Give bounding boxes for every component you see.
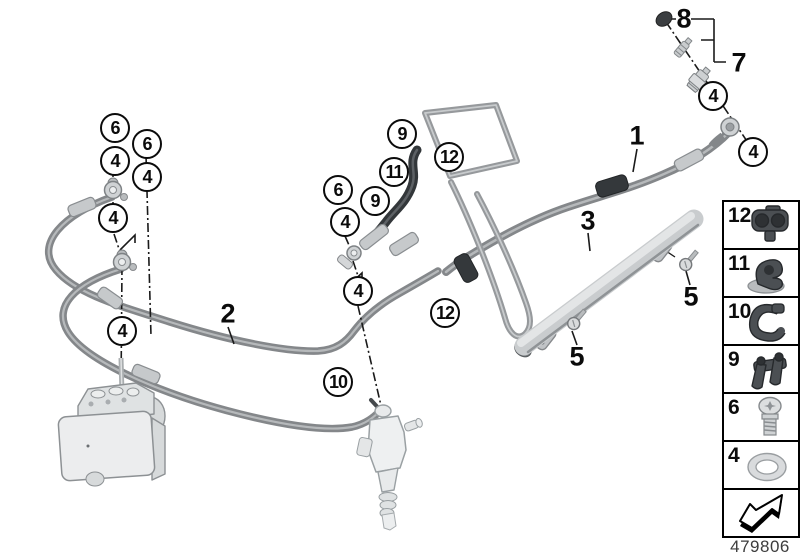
abs-knob	[85, 471, 105, 487]
hose-grommet	[595, 174, 629, 198]
banjo-fitting-1	[103, 177, 128, 201]
rail-shadow-edge	[526, 223, 700, 354]
label-1-leader	[632, 148, 638, 173]
sealing-ring-icon	[747, 452, 787, 482]
rear-brake-hose	[442, 128, 733, 276]
legend-number: 11	[728, 252, 751, 275]
rail-highlight	[517, 212, 695, 347]
part-label-1[interactable]: 1	[629, 120, 645, 151]
legend-number: 12	[728, 204, 752, 227]
callout-4[interactable]: 4	[100, 146, 130, 176]
crimp-sleeve	[673, 148, 705, 172]
legend-item-10[interactable]: 10	[724, 298, 798, 346]
bleed-cap	[655, 11, 673, 27]
legend-item-12[interactable]: 12	[724, 202, 798, 250]
callout-6[interactable]: 6	[323, 175, 353, 205]
crimp-sleeve	[96, 286, 124, 310]
crimp-sleeve	[389, 231, 419, 257]
legend-number: 9	[728, 348, 740, 371]
banjo-fitting-4	[708, 117, 740, 149]
guide-rail	[514, 209, 704, 358]
bracket-7-8	[671, 18, 726, 63]
callout-4[interactable]: 4	[107, 316, 137, 346]
callout-9[interactable]: 9	[360, 186, 390, 216]
legend-number: 4	[728, 444, 740, 467]
fittings	[67, 11, 740, 385]
master-cylinder-ear	[356, 437, 373, 458]
legend-item-9[interactable]: 9	[724, 346, 798, 394]
rail-body	[514, 209, 704, 356]
part-label-5[interactable]: 5	[569, 341, 585, 372]
callout-4[interactable]: 4	[98, 203, 128, 233]
callout-11[interactable]: 11	[379, 157, 409, 187]
callout-4[interactable]: 4	[132, 162, 162, 192]
part-label-2[interactable]: 2	[220, 298, 236, 329]
master-cylinder-cone	[377, 467, 399, 493]
part-label-5[interactable]: 5	[683, 281, 699, 312]
label-5a-leader	[571, 330, 578, 346]
screw-5a	[567, 308, 587, 331]
legend-item-6[interactable]: 6	[724, 394, 798, 442]
callout-10[interactable]: 10	[323, 367, 353, 397]
figure-code: 479806	[730, 537, 790, 556]
callout-4[interactable]: 4	[330, 207, 360, 237]
master-cylinder	[356, 404, 423, 531]
master-cylinder-inlet	[374, 404, 392, 418]
banjo-fitting-2	[112, 249, 137, 272]
c-clip-icon	[748, 303, 786, 342]
twin-clip-icon	[751, 352, 787, 390]
label-3-leader	[587, 232, 591, 252]
callout-9[interactable]: 9	[387, 119, 417, 149]
callout-4[interactable]: 4	[698, 81, 728, 111]
screw-5b	[679, 249, 699, 272]
legend-item-11[interactable]: 11	[724, 250, 798, 298]
callout-12[interactable]: 12	[434, 142, 464, 172]
legend-direction-cell	[724, 490, 798, 536]
front-brake-hose-lower-highlight	[62, 267, 382, 430]
callout-12[interactable]: 12	[430, 298, 460, 328]
bleed-nipple	[673, 37, 693, 58]
front-brake-hose-upper-highlight	[47, 195, 440, 353]
master-cylinder-clevis	[381, 512, 397, 531]
pipe-clip	[453, 253, 479, 283]
crimp-sleeve	[67, 196, 97, 218]
clip-with-base-icon	[747, 259, 785, 294]
abs-body	[57, 410, 156, 482]
callout-6[interactable]: 6	[100, 113, 130, 143]
part-label-7[interactable]: 7	[731, 47, 747, 78]
abs-unit	[57, 357, 166, 487]
legend-item-4[interactable]: 4	[724, 442, 798, 490]
master-cylinder-body	[367, 415, 407, 473]
callout-4[interactable]: 4	[343, 276, 373, 306]
parts-legend: 12 11 10	[722, 200, 800, 538]
label-2-leader	[227, 326, 235, 345]
hook-mark-left	[119, 233, 136, 251]
part-label-8[interactable]: 8	[676, 3, 692, 34]
front-left-arrow-icon	[739, 494, 783, 533]
dash-dot-axes	[112, 21, 754, 411]
part-label-3[interactable]: 3	[580, 205, 596, 236]
legend-number: 6	[728, 396, 740, 419]
banjo-fitting-3	[337, 245, 362, 270]
label-5b-leader	[685, 270, 691, 286]
clip-double-tube-icon	[751, 205, 789, 242]
leader-lines	[112, 18, 754, 411]
master-cylinder-outlet	[403, 418, 423, 432]
screw-icon	[758, 396, 782, 436]
callout-6[interactable]: 6	[132, 129, 162, 159]
crimp-sleeve	[131, 363, 161, 385]
legend-number: 10	[728, 300, 752, 323]
callout-4[interactable]: 4	[738, 137, 768, 167]
crimp-sleeve	[359, 223, 389, 251]
